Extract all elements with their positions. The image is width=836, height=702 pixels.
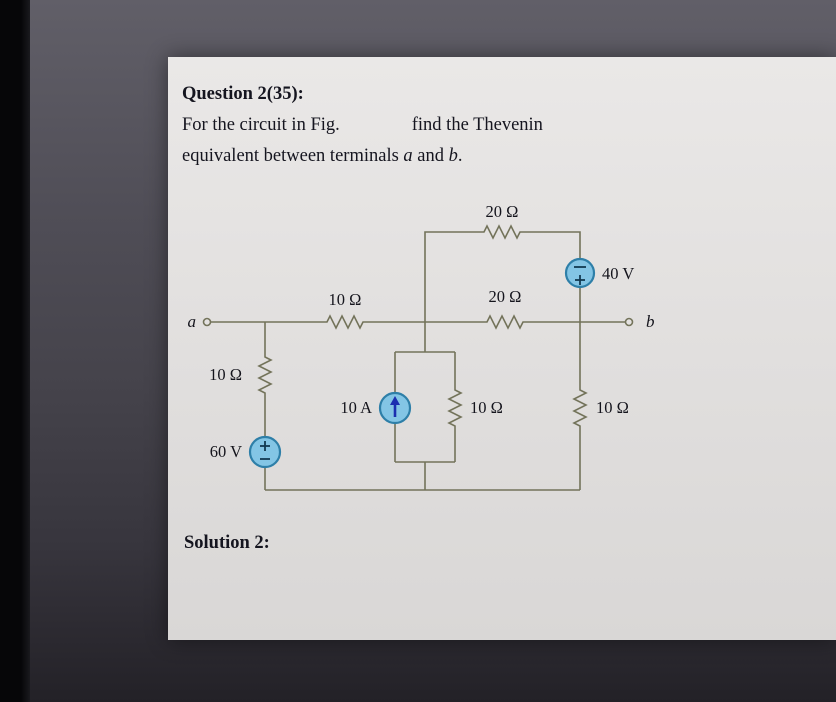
polarity-marks-60v: [260, 441, 270, 460]
label-terminal-b: b: [646, 312, 655, 331]
top-loop-wire: [424, 231, 581, 322]
dark-left-edge: [0, 0, 30, 702]
label-current-source: 10 A: [340, 398, 372, 417]
current-source-10a: [378, 391, 412, 425]
resistor-center-10ohm: [448, 385, 462, 431]
circuit-wires: [211, 231, 625, 491]
label-resistor-top: 20 Ω: [486, 202, 519, 221]
document-page: Question 2(35): For the circuit in Fig. f…: [168, 57, 836, 640]
question-block: Question 2(35): For the circuit in Fig. f…: [182, 79, 543, 172]
terminal-a-ref: a: [403, 146, 413, 166]
terminal-a-node: [202, 317, 212, 327]
resistor-mid-right-20ohm: [482, 315, 528, 329]
label-resistor-center: 10 Ω: [470, 398, 503, 417]
question-line-1-right: find the Thevenin: [411, 115, 543, 135]
label-resistor-left: 10 Ω: [209, 365, 242, 384]
question-line-2-middle: and: [412, 146, 449, 166]
current-arrow-head: [390, 396, 400, 405]
label-voltage-source-60v: 60 V: [210, 442, 242, 461]
question-title: Question 2(35):: [182, 84, 304, 104]
voltage-source-40v: [564, 257, 596, 289]
terminal-b-node: [624, 317, 634, 327]
voltage-source-60v: [248, 435, 282, 469]
question-line-2-suffix: .: [457, 146, 463, 166]
question-line-1: For the circuit in Fig. find the Thevenin: [182, 110, 543, 141]
center-branch-wire: [394, 322, 456, 490]
resistor-top-20ohm: [479, 225, 525, 239]
circuit-diagram: 20 Ω 10 Ω 20 Ω 40 V 10 Ω 10 A 10 Ω 10 Ω …: [188, 202, 655, 491]
question-line-1-left: For the circuit in Fig.: [182, 115, 340, 135]
label-terminal-a: a: [188, 312, 197, 331]
question-line-2-prefix: equivalent between terminals: [182, 146, 404, 166]
label-resistor-right: 10 Ω: [596, 398, 629, 417]
terminal-b-ref: b: [448, 146, 458, 166]
label-resistor-mid-right: 20 Ω: [489, 287, 522, 306]
resistor-right-10ohm: [573, 385, 587, 431]
polarity-marks-40v: [574, 266, 586, 285]
label-voltage-source-40v: 40 V: [602, 264, 634, 283]
resistor-left-10ohm: [258, 352, 272, 398]
resistor-mid-left-10ohm: [322, 315, 368, 329]
solution-heading: Solution 2:: [184, 533, 270, 553]
label-resistor-mid-left: 10 Ω: [329, 290, 362, 309]
question-line-2: equivalent between terminals a and b.: [182, 141, 543, 172]
